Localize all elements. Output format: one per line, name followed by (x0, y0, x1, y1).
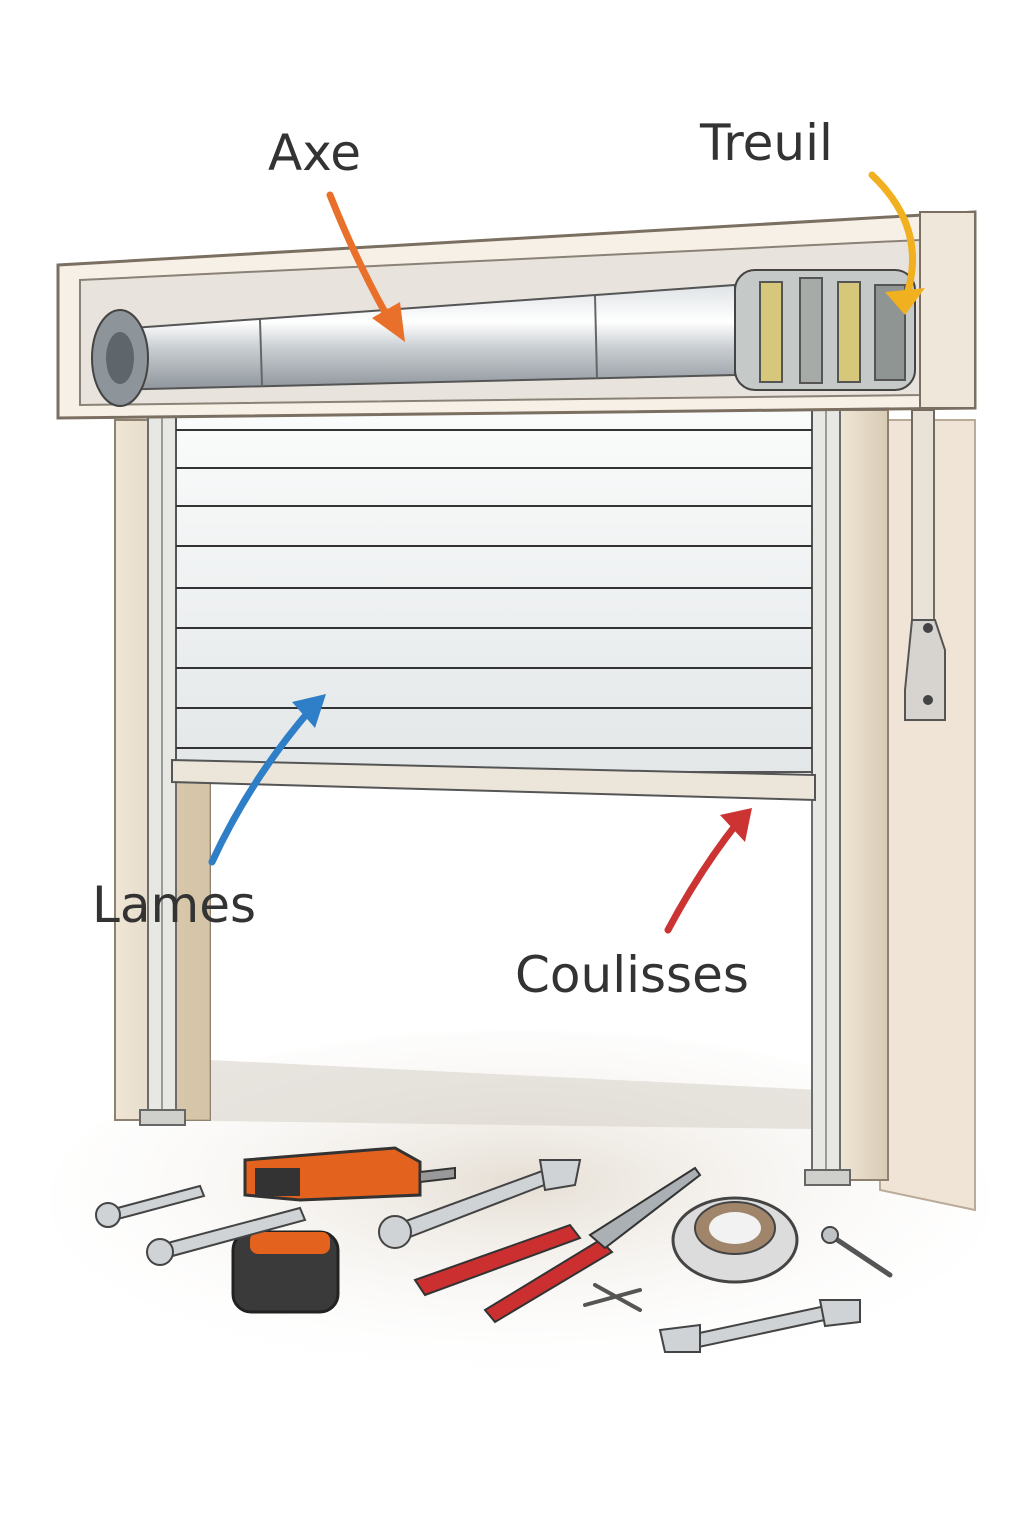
treuil-arrow (868, 171, 925, 315)
coulisses-arrow (664, 808, 752, 934)
label-coulisses: Coulisses (515, 946, 749, 1004)
slats (171, 399, 816, 802)
screw-icon (583, 1283, 642, 1312)
duct-tape-icon (671, 1196, 799, 1284)
wrench-icon (146, 1206, 307, 1266)
tape-measure-icon (231, 1230, 340, 1314)
wrench-icon (658, 1299, 861, 1353)
lock-handle-icon (904, 619, 946, 721)
drill-icon (243, 1146, 456, 1202)
pliers-icon (413, 1166, 702, 1324)
winch (734, 269, 916, 391)
post-right (837, 409, 946, 1181)
wrench-icon (95, 1184, 206, 1228)
screw-icon (821, 1226, 893, 1278)
handle-bar (911, 409, 935, 621)
wrench-icon (378, 1159, 582, 1249)
label-treuil: Treuil (700, 114, 833, 172)
label-axe: Axe (268, 124, 362, 182)
lames-arrow (208, 694, 326, 866)
label-lames: Lames (92, 876, 257, 934)
axe-arrow (326, 191, 405, 342)
